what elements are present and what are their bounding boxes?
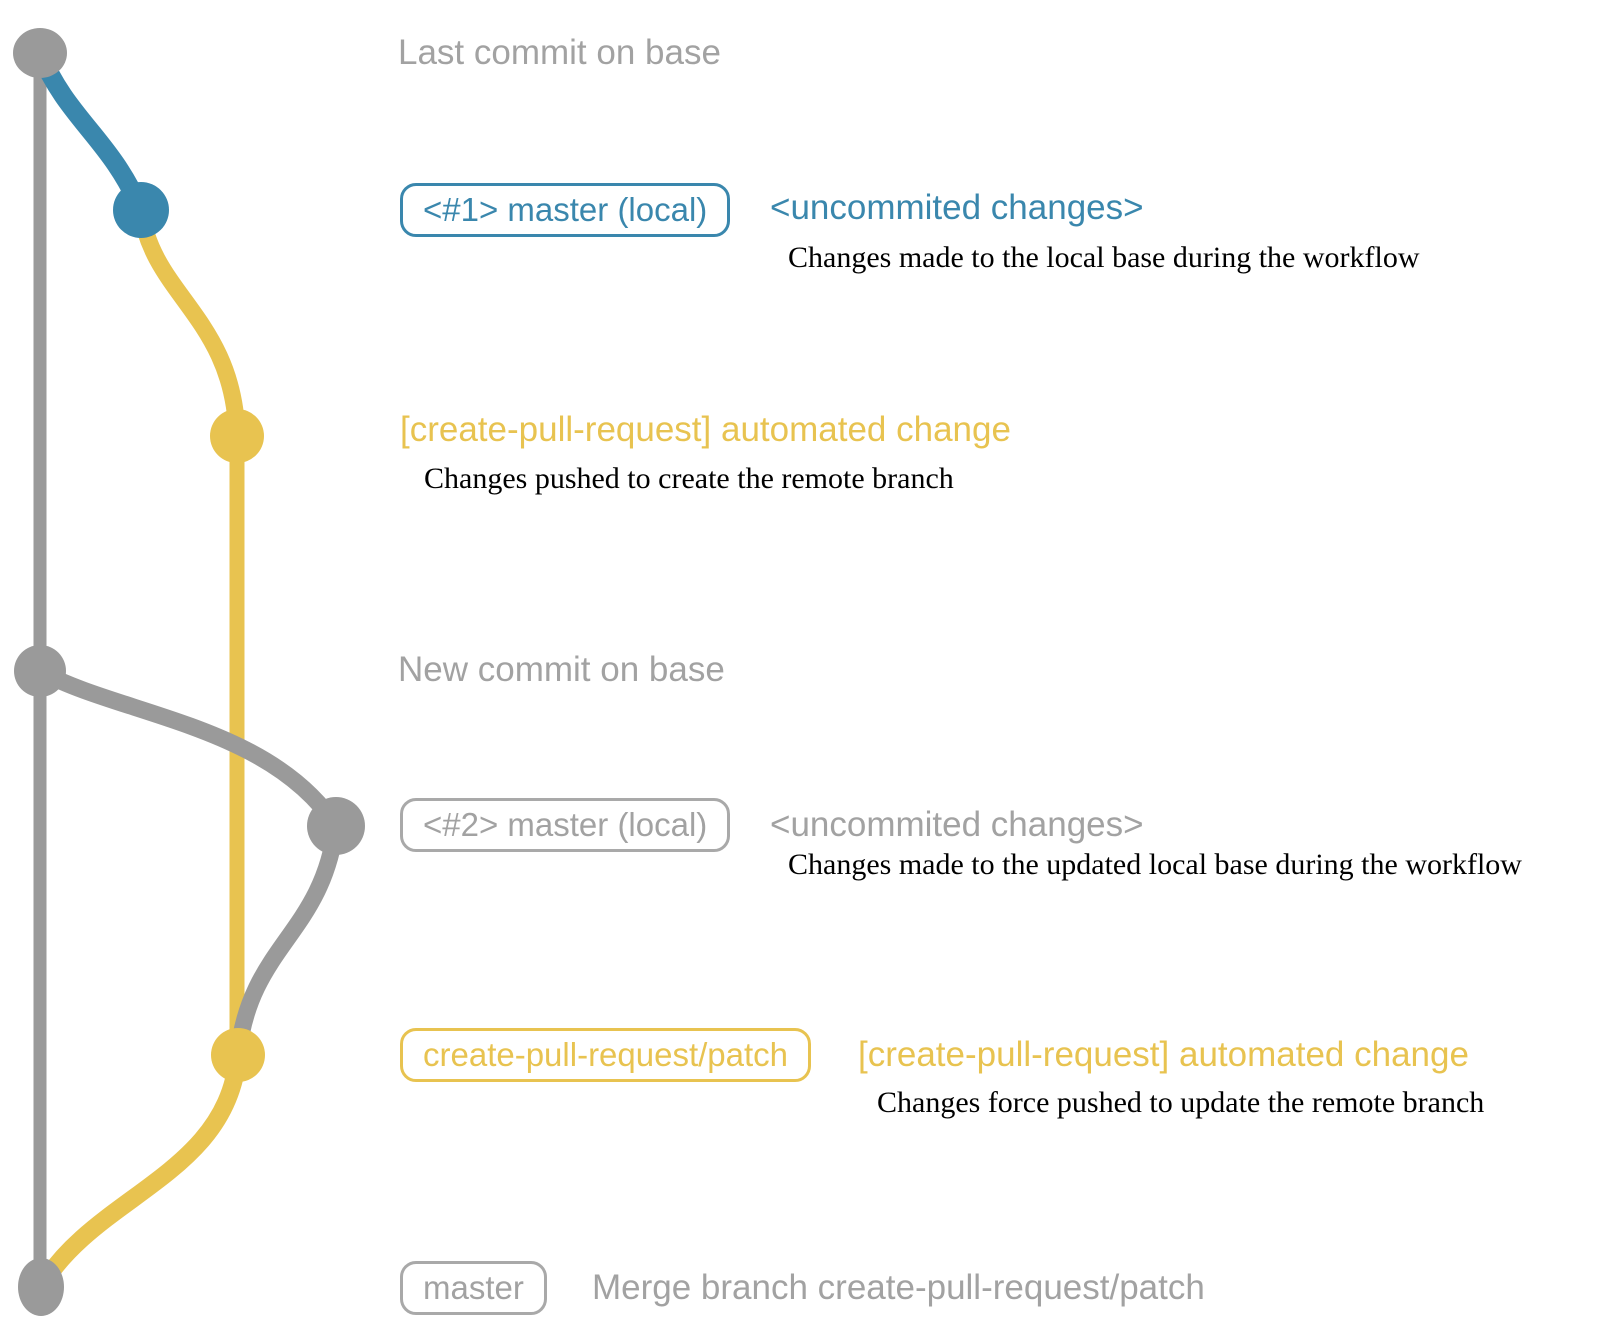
local-branch-curve-2 — [31, 662, 345, 835]
commit-dot-local-2 — [307, 797, 365, 855]
commit-dot-base-new — [14, 645, 66, 697]
label-new-commit-on-base: New commit on base — [398, 650, 725, 689]
description-local-changes-2: Changes made to the updated local base d… — [788, 848, 1522, 881]
badge-create-pull-request-patch: create-pull-request/patch — [400, 1028, 812, 1082]
label-automated-change-1: [create-pull-request] automated change — [400, 410, 1011, 449]
description-push-1: Changes pushed to create the remote bran… — [424, 462, 954, 495]
commit-dot-patch-2 — [211, 1028, 265, 1082]
badge-master: master — [400, 1261, 547, 1315]
label-automated-change-2: [create-pull-request] automated change — [858, 1035, 1469, 1074]
patch-branch-curve-1 — [132, 201, 246, 445]
merge-curve — [32, 1046, 247, 1296]
rebase-curve — [229, 817, 345, 1064]
commit-dot-patch-1 — [210, 409, 264, 463]
label-merge-branch: Merge branch create-pull-request/patch — [592, 1268, 1205, 1307]
label-uncommited-changes-2: <uncommited changes> — [770, 805, 1144, 844]
commit-dot-merge — [18, 1258, 64, 1316]
badge-master-local-1: <#1> master (local) — [400, 183, 731, 237]
label-uncommited-changes-1: <uncommited changes> — [770, 188, 1144, 227]
commit-graph — [13, 28, 365, 1316]
description-local-changes-1: Changes made to the local base during th… — [788, 241, 1420, 274]
badge-master-local-2: <#2> master (local) — [400, 798, 731, 852]
description-push-2: Changes force pushed to update the remot… — [877, 1086, 1485, 1119]
commit-dot-base-last — [13, 28, 67, 78]
local-branch-curve-1 — [30, 43, 151, 220]
label-last-commit-on-base: Last commit on base — [398, 33, 721, 72]
commit-dot-local-1 — [113, 182, 169, 238]
